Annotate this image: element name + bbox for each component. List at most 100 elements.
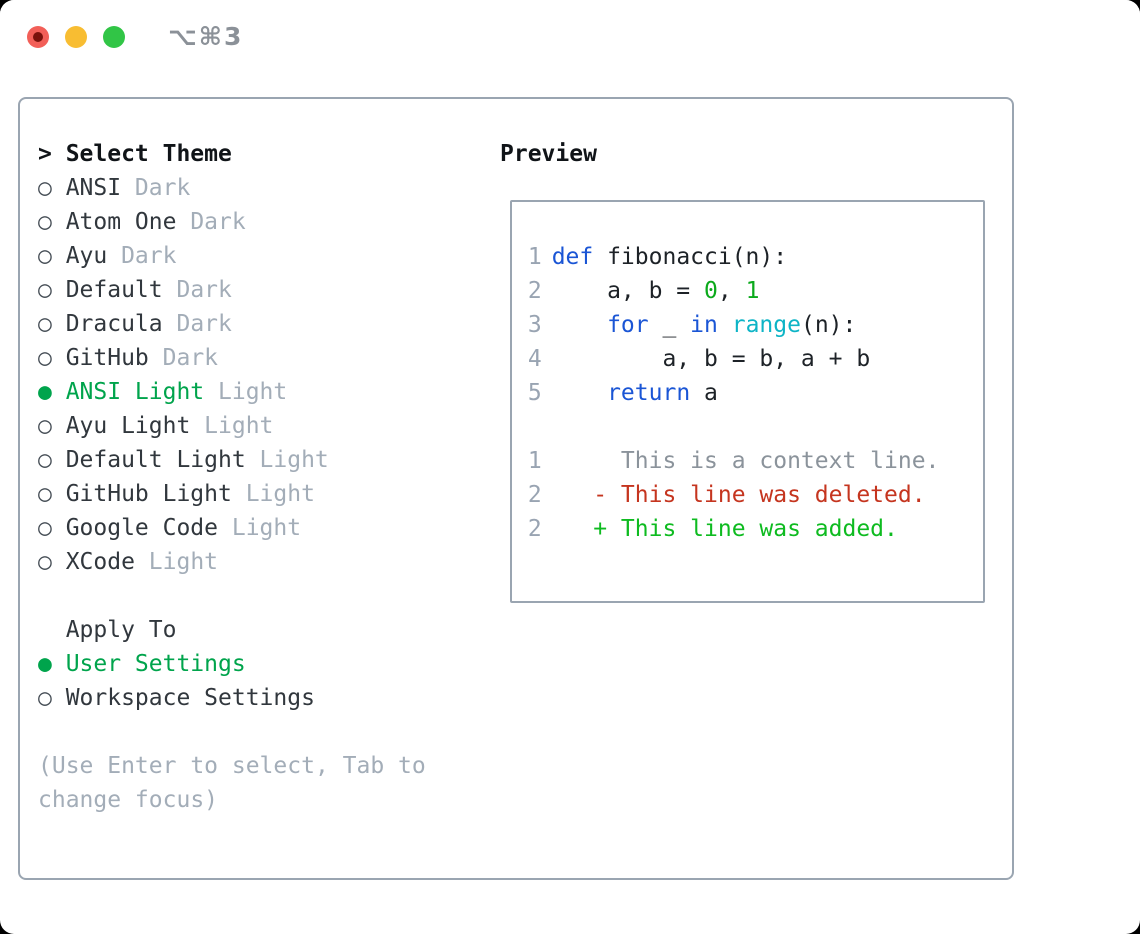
line-number: 2: [527, 482, 542, 508]
line-content: a, b = 0, 1: [551, 278, 760, 304]
preview-title: Preview: [500, 141, 597, 167]
apply-option-label: Workspace Settings: [65, 685, 315, 711]
line-number: 1: [527, 448, 542, 474]
close-button[interactable]: [27, 26, 49, 48]
theme-name: Dracula: [65, 311, 163, 337]
theme-name: Atom One: [65, 209, 177, 235]
theme-option[interactable]: ○ XCode Light: [38, 545, 500, 579]
apply-to-title: Apply To: [65, 617, 177, 643]
diff-line: 2 - This line was deleted.: [514, 478, 983, 512]
line-content: return a: [607, 380, 718, 406]
theme-name: ANSI Light: [65, 379, 205, 405]
line-number: 1: [527, 244, 542, 270]
window-title: ⌥⌘3: [168, 22, 244, 51]
line-content: - This line was deleted.: [551, 482, 926, 508]
theme-variant-badge: Dark: [176, 311, 232, 337]
record-indicator-icon: [33, 32, 43, 42]
theme-variant-badge: Light: [204, 413, 274, 439]
theme-name: Default Light: [65, 447, 246, 473]
apply-to-header: Apply To: [38, 613, 500, 647]
select-theme-title: Select Theme: [65, 141, 232, 167]
line-number: 3: [527, 312, 542, 338]
radio-unselected-icon: ○: [38, 311, 52, 337]
theme-variant-badge: Light: [245, 481, 315, 507]
radio-unselected-icon: ○: [38, 345, 52, 371]
radio-unselected-icon: ○: [38, 685, 52, 711]
theme-name: GitHub: [65, 345, 149, 371]
radio-unselected-icon: ○: [38, 549, 52, 575]
theme-option[interactable]: ○ Atom One Dark: [38, 205, 500, 239]
help-text-line: (Use Enter to select, Tab to: [38, 753, 426, 779]
theme-name: XCode: [65, 549, 135, 575]
theme-variant-badge: Dark: [134, 175, 191, 201]
diff-line: 1 This is a context line.: [514, 444, 983, 478]
theme-name: GitHub Light: [65, 481, 232, 507]
theme-option[interactable]: ○ Ayu Dark: [38, 239, 500, 273]
theme-name: ANSI: [65, 175, 122, 201]
radio-unselected-icon: ○: [38, 515, 52, 541]
theme-option[interactable]: ● ANSI Light Light: [38, 375, 500, 409]
line-content: + This line was added.: [551, 516, 898, 542]
line-number: 4: [527, 346, 542, 372]
radio-selected-icon: ●: [38, 651, 52, 677]
help-text: (Use Enter to select, Tab to change focus…: [38, 749, 500, 817]
help-text-line: change focus): [38, 787, 219, 813]
radio-selected-icon: ●: [38, 379, 52, 405]
theme-option[interactable]: ○ Default Dark: [38, 273, 500, 307]
theme-option[interactable]: ○ Ayu Light Light: [38, 409, 500, 443]
theme-name: Default: [65, 277, 163, 303]
line-content: for _ in range(n):: [607, 312, 857, 338]
code-line: 2 a, b = 0, 1: [514, 274, 983, 308]
line-number: 2: [527, 516, 542, 542]
radio-unselected-icon: ○: [38, 481, 52, 507]
theme-variant-badge: Light: [148, 549, 219, 575]
theme-option[interactable]: ○ Google Code Light: [38, 511, 500, 545]
theme-name: Ayu: [65, 243, 108, 269]
line-content: def fibonacci(n):: [551, 244, 788, 270]
theme-variant-badge: Dark: [121, 243, 177, 269]
line-number: 2: [527, 278, 542, 304]
apply-option-label: User Settings: [65, 651, 246, 677]
radio-unselected-icon: ○: [38, 277, 52, 303]
minimize-button[interactable]: [65, 26, 87, 48]
apply-option[interactable]: ● User Settings: [38, 647, 500, 681]
theme-option[interactable]: ○ ANSI Dark: [38, 171, 500, 205]
theme-variant-badge: Light: [218, 379, 288, 405]
focus-caret-icon: >: [38, 141, 52, 167]
radio-unselected-icon: ○: [38, 209, 52, 235]
radio-unselected-icon: ○: [38, 413, 52, 439]
apply-option[interactable]: ○ Workspace Settings: [38, 681, 500, 715]
code-line: 5 return a: [514, 376, 983, 410]
apply-to-section: Apply To ● User Settings ○ Workspace Settin…: [38, 613, 500, 715]
theme-option[interactable]: ○ GitHub Light Light: [38, 477, 500, 511]
line-content: a, b = b, a + b: [551, 346, 871, 372]
theme-variant-badge: Dark: [190, 209, 246, 235]
theme-variant-badge: Dark: [162, 345, 219, 371]
diff-line: 2 + This line was added.: [514, 512, 983, 546]
apply-to-list: ● User Settings ○ Workspace Settings: [38, 647, 500, 715]
radio-unselected-icon: ○: [38, 243, 52, 269]
code-line: 3 for _ in range(n):: [514, 308, 983, 342]
theme-option[interactable]: ○ Dracula Dark: [38, 307, 500, 341]
theme-option[interactable]: ○ GitHub Dark: [38, 341, 500, 375]
theme-name: Google Code: [65, 515, 219, 541]
theme-name: Ayu Light: [65, 413, 191, 439]
theme-variant-badge: Dark: [176, 277, 232, 303]
line-content: This is a context line.: [551, 448, 940, 474]
code-line: 4 a, b = b, a + b: [514, 342, 983, 376]
code-line: 1 def fibonacci(n):: [514, 240, 983, 274]
diff-preview: 1 This is a context line.2 - This line w…: [514, 444, 983, 546]
theme-variant-badge: Light: [231, 515, 302, 541]
zoom-button[interactable]: [103, 26, 125, 48]
theme-variant-badge: Light: [259, 447, 329, 473]
select-theme-header: > Select Theme: [38, 137, 500, 171]
radio-unselected-icon: ○: [38, 175, 52, 201]
title-bar: ⌥⌘3: [0, 0, 1140, 70]
